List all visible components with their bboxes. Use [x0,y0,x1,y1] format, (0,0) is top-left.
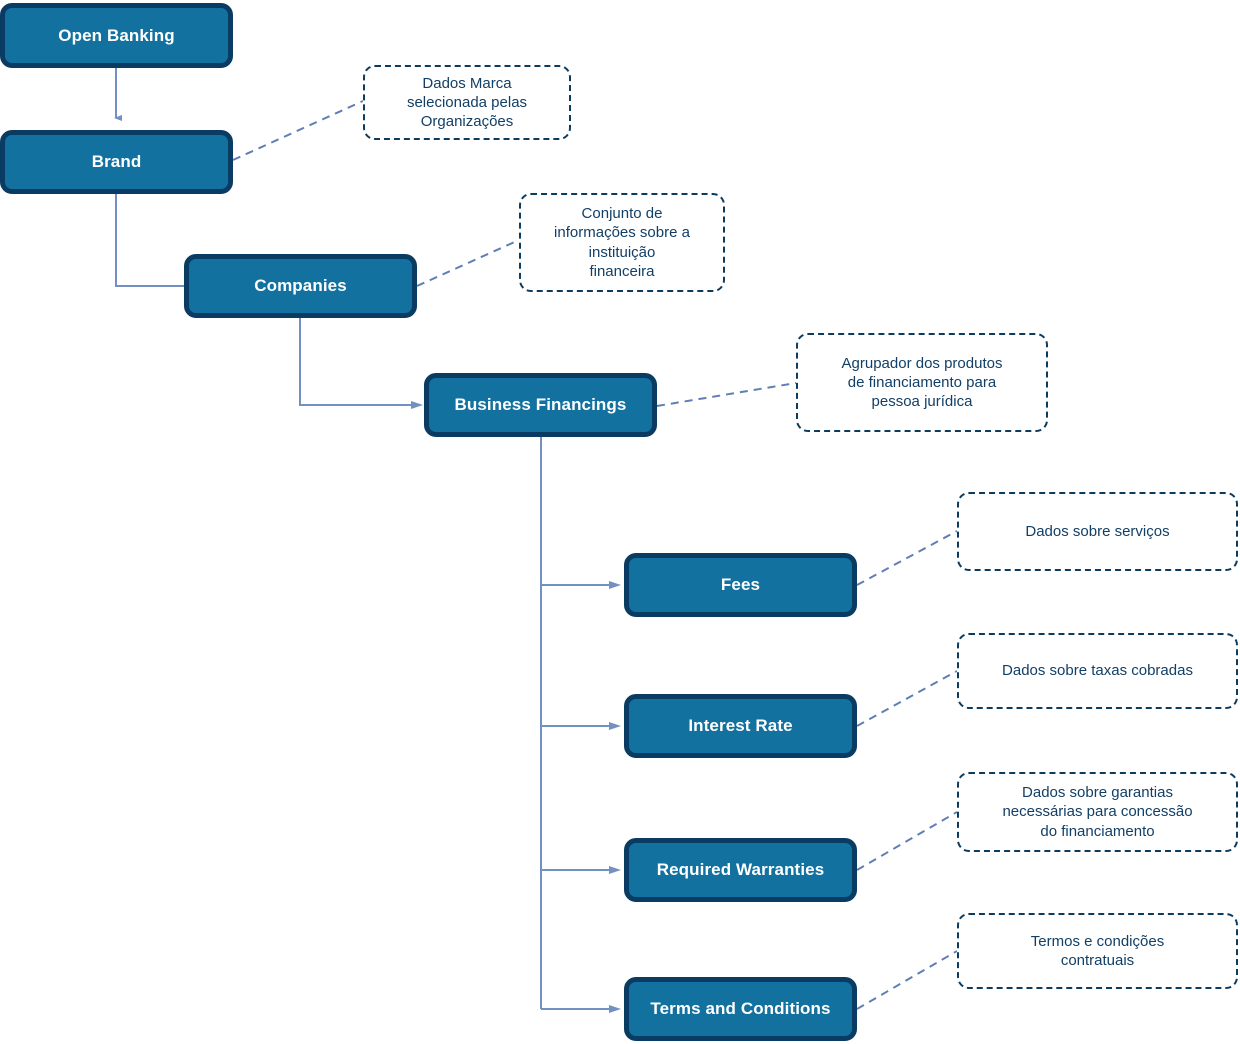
node-fees[interactable]: Fees [624,553,857,617]
node-open-banking[interactable]: Open Banking [0,3,233,68]
note-brand: Dados Marca selecionada pelas Organizaçõ… [363,65,571,140]
note-text: Dados Marca selecionada pelas Organizaçõ… [406,74,528,131]
node-label: Interest Rate [688,716,793,735]
edge-companies-to-business-financings [299,318,423,409]
note-business-financings: Agrupador dos produtos de financiamento … [796,333,1048,432]
node-interest-rate[interactable]: Interest Rate [624,694,857,758]
node-label: Open Banking [58,25,175,45]
link-brand-note [232,100,364,161]
link-interest-rate-note [856,670,958,727]
node-business-financings[interactable]: Business Financings [424,373,657,437]
node-brand[interactable]: Brand [0,130,233,194]
link-fees-note [856,530,958,586]
note-text: Dados sobre serviços [1025,522,1170,540]
note-text: Dados sobre garantias necessárias para c… [1002,784,1193,840]
node-required-warranties[interactable]: Required Warranties [624,838,857,902]
note-fees: Dados sobre serviços [957,492,1238,571]
node-label: Fees [720,575,761,594]
link-companies-note [416,239,520,287]
node-label: Brand [91,152,142,171]
note-text: Conjunto de informações sobre a institui… [554,205,690,280]
node-label: Terms and Conditions [650,999,831,1018]
note-text: Dados sobre taxas cobradas [1002,662,1193,680]
link-required-warranties-note [856,811,958,871]
node-terms-and-conditions[interactable]: Terms and Conditions [624,977,857,1041]
note-interest-rate: Dados sobre taxas cobradas [957,633,1238,709]
node-companies[interactable]: Companies [184,254,417,318]
note-text: Agrupador dos produtos de financiamento … [841,354,1003,411]
note-text: Termos e condições contratuais [1030,932,1165,969]
note-terms-and-conditions: Termos e condições contratuais [957,913,1238,989]
link-business-financings-note [656,382,797,407]
note-companies: Conjunto de informações sobre a institui… [519,193,725,292]
node-label: Required Warranties [656,860,825,879]
node-label: Business Financings [454,395,627,414]
link-terms-and-conditions-note [856,950,958,1010]
note-required-warranties: Dados sobre garantias necessárias para c… [957,772,1238,852]
node-label: Companies [254,276,347,295]
